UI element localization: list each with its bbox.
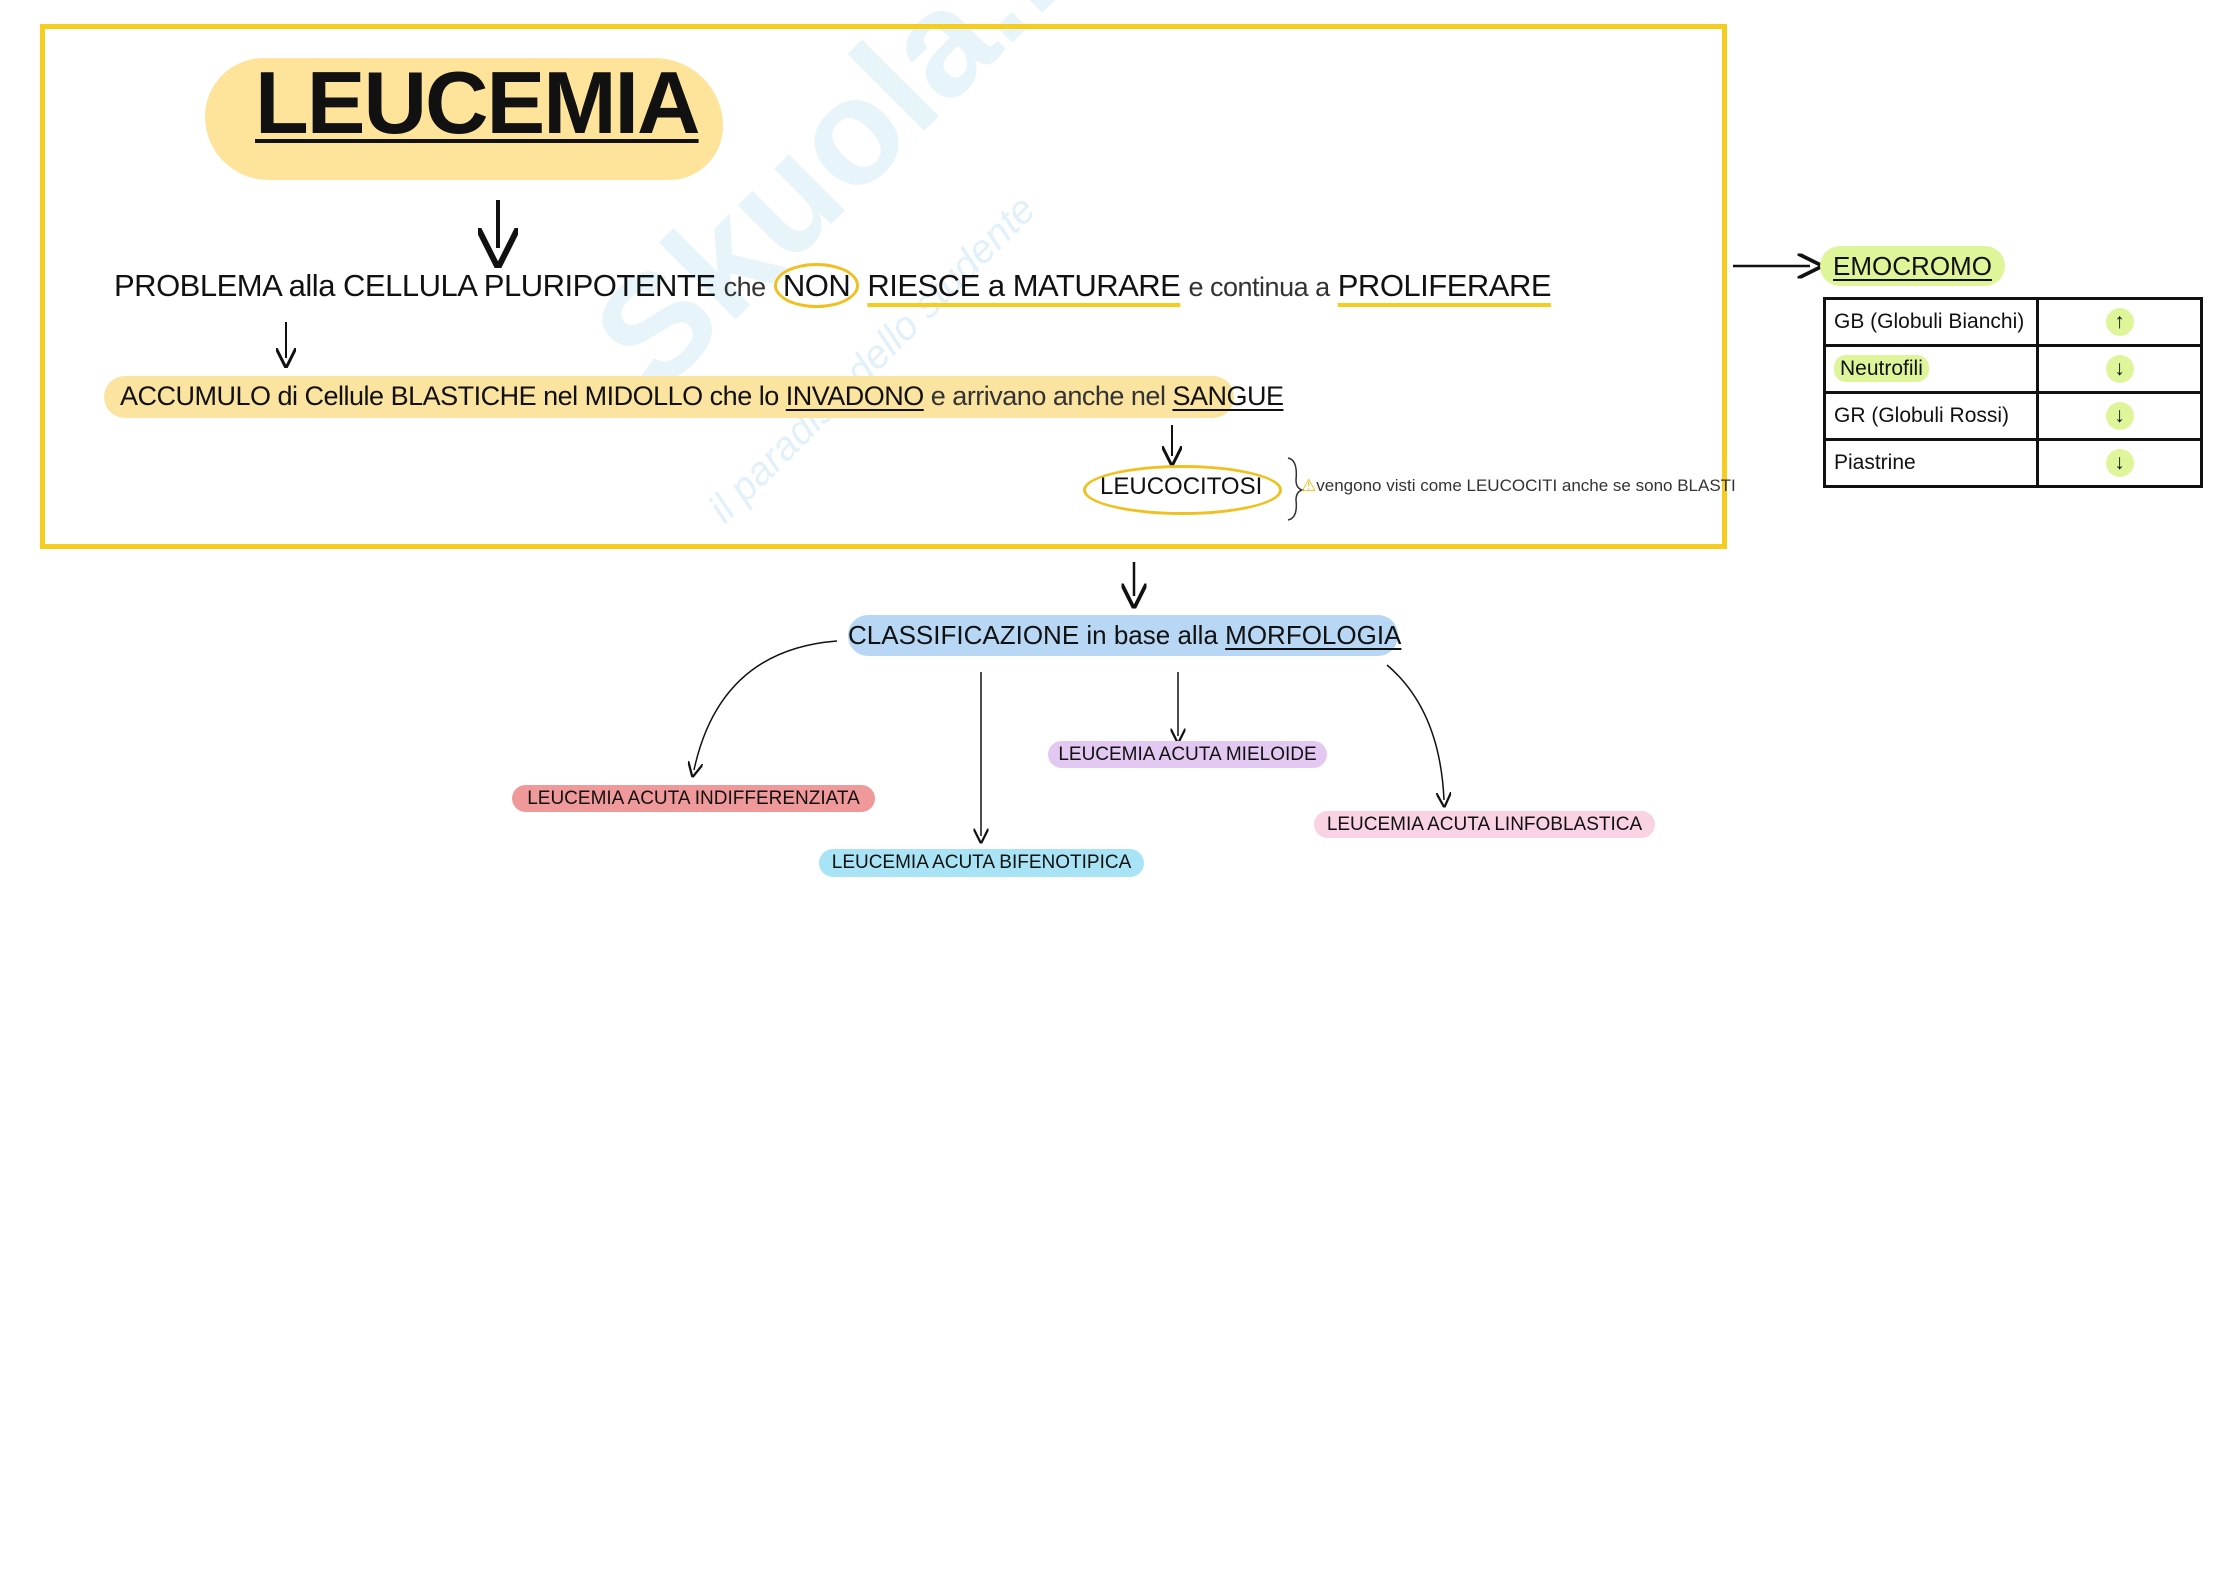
arrow-up-icon: ↑ bbox=[2105, 308, 2134, 336]
text-riesce-maturare: RIESCE a MATURARE bbox=[867, 268, 1181, 303]
arrow-down-icon: ↓ bbox=[2105, 449, 2134, 477]
classificazione-text: CLASSIFICAZIONE in base alla bbox=[848, 620, 1218, 650]
accumulo-highlight bbox=[104, 376, 1234, 418]
leucocitosi-circle bbox=[1083, 465, 1282, 515]
emocromo-pill: EMOCROMO bbox=[1820, 246, 2005, 286]
morfologia-text: MORFOLOGIA bbox=[1225, 620, 1402, 650]
title-highlight bbox=[205, 58, 723, 180]
row-label: Neutrofili bbox=[1834, 355, 1929, 382]
arrow-indifferenziata bbox=[694, 640, 838, 770]
type-bifenotipica: LEUCEMIA ACUTA BIFENOTIPICA bbox=[819, 849, 1144, 877]
note-brace bbox=[1287, 457, 1305, 521]
table-row: Neutrofili ↓ bbox=[1823, 344, 2203, 394]
type-linfoblastica: LEUCEMIA ACUTA LINFOBLASTICA bbox=[1314, 811, 1655, 838]
arrow-down-icon: ↓ bbox=[2105, 355, 2134, 383]
emocromo-title: EMOCROMO bbox=[1833, 251, 1992, 281]
emocromo-table: GB (Globuli Bianchi) ↑ Neutrofili ↓ GR (Gl… bbox=[1823, 297, 2203, 488]
line-problema: PROBLEMA alla CELLULA PLURIPOTENTE che N… bbox=[114, 263, 1552, 308]
text-invadono: INVADONO bbox=[785, 381, 925, 411]
table-row: GR (Globuli Rossi) ↓ bbox=[1823, 391, 2203, 441]
text-proliferare: PROLIFERARE bbox=[1337, 268, 1552, 303]
warning-icon: ⚠ bbox=[1301, 476, 1317, 495]
type-indifferenziata: LEUCEMIA ACUTA INDIFFERENZIATA bbox=[512, 785, 875, 812]
note: ⚠vengono visti come LEUCOCITI anche se s… bbox=[1301, 476, 1736, 496]
line-accumulo: ACCUMULO di Cellule BLASTICHE nel MIDOLL… bbox=[120, 381, 1284, 412]
summary-frame bbox=[40, 24, 1727, 549]
leucocitosi-label: LEUCOCITOSI bbox=[1100, 473, 1263, 500]
text-problema: PROBLEMA alla CELLULA PLURIPOTENTE bbox=[114, 268, 716, 303]
row-label: GR (Globuli Rossi) bbox=[1823, 391, 2039, 441]
text-arrivano: e arrivano anche nel bbox=[930, 381, 1166, 411]
page-title: LEUCEMIA bbox=[255, 53, 701, 152]
classificazione-pill: CLASSIFICAZIONE in base alla MORFOLOGIA bbox=[848, 615, 1402, 656]
table-row: Piastrine ↓ bbox=[1823, 438, 2203, 488]
arrow-down-icon: ↓ bbox=[2105, 402, 2134, 430]
row-label: GB (Globuli Bianchi) bbox=[1823, 297, 2039, 347]
note-text: vengono visti come LEUCOCITI anche se so… bbox=[1316, 476, 1736, 495]
type-mieloide: LEUCEMIA ACUTA MIELOIDE bbox=[1048, 741, 1327, 768]
text-che: che bbox=[723, 272, 767, 302]
table-row: GB (Globuli Bianchi) ↑ bbox=[1823, 297, 2203, 347]
arrow-linfoblastica bbox=[1386, 664, 1444, 800]
text-non-circled: NON bbox=[773, 263, 860, 308]
text-sangue: SANGUE bbox=[1172, 381, 1284, 411]
text-continua: e continua a bbox=[1188, 272, 1331, 302]
text-accumulo: ACCUMULO di Cellule BLASTICHE nel MIDOLL… bbox=[120, 381, 779, 411]
row-label: Piastrine bbox=[1823, 438, 2039, 488]
